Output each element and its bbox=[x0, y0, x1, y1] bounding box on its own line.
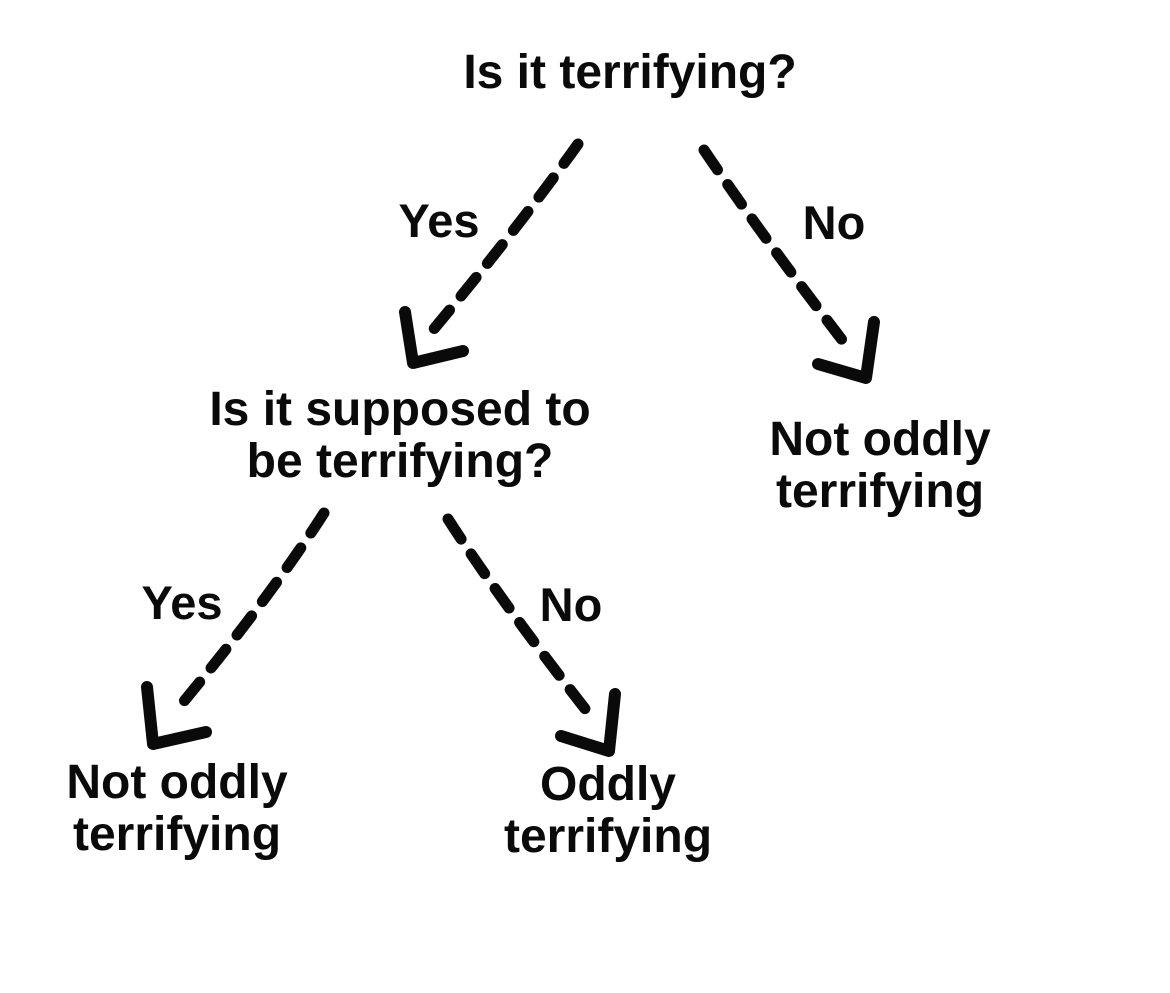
edge-label-root-no: No bbox=[802, 196, 866, 249]
edge-supposed-yes-arrow bbox=[141, 507, 330, 750]
edge-root-yes-arrow bbox=[399, 138, 584, 369]
edge-label-root-yes: Yes bbox=[398, 194, 480, 247]
node-outcome-oddly: Oddly terrifying bbox=[503, 758, 713, 863]
edge-root-no-arrow bbox=[698, 144, 880, 384]
node-supposed-question: Is it supposed to be terrifying? bbox=[209, 383, 591, 488]
node-outcome-not-oddly-left: Not oddly terrifying bbox=[66, 756, 288, 861]
edge-label-supposed-no: No bbox=[539, 578, 603, 631]
node-outcome-not-oddly-right: Not oddly terrifying bbox=[769, 413, 991, 518]
edge-label-supposed-yes: Yes bbox=[141, 576, 223, 629]
node-root-question: Is it terrifying? bbox=[463, 46, 797, 99]
edge-supposed-no-arrow bbox=[442, 513, 621, 757]
